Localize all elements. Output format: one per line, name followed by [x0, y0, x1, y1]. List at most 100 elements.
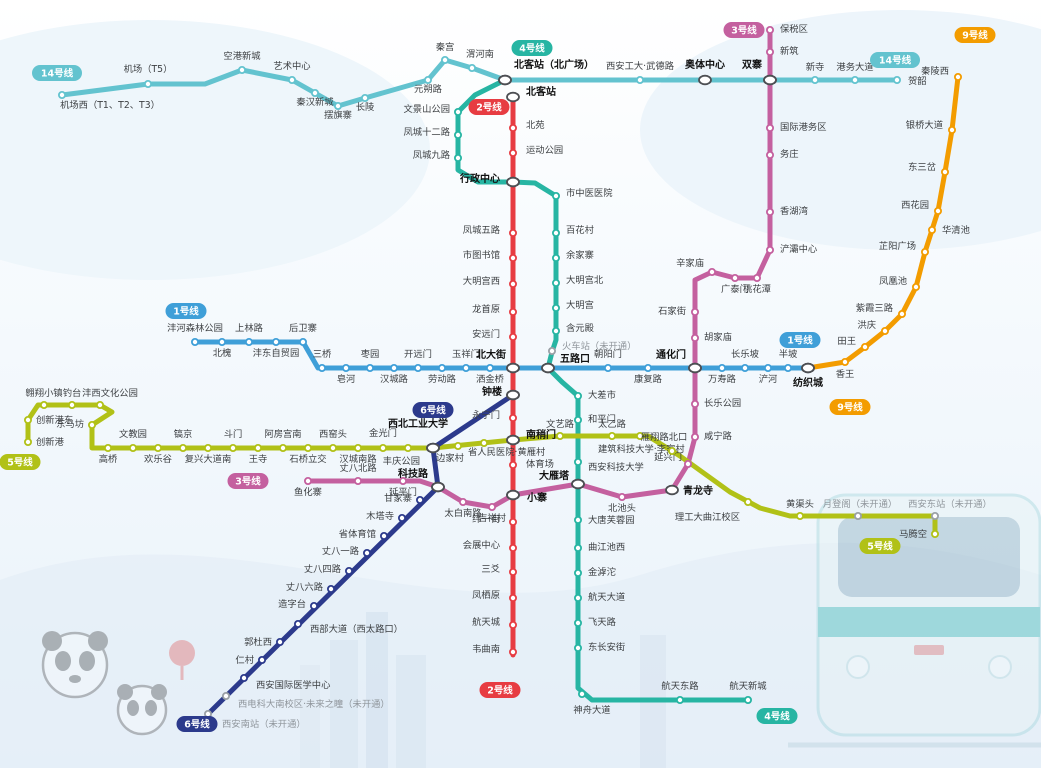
- station-marker[interactable]: [217, 337, 226, 346]
- station-marker[interactable]: [921, 247, 930, 256]
- transfer-station-marker[interactable]: [498, 74, 512, 86]
- station[interactable]: 北池头: [608, 492, 636, 514]
- station-marker[interactable]: [556, 431, 565, 440]
- station-marker[interactable]: [479, 438, 488, 447]
- station-marker[interactable]: [40, 400, 49, 409]
- station-marker[interactable]: [718, 363, 727, 372]
- station-marker[interactable]: [237, 66, 246, 75]
- station[interactable]: 火车站（未开通）: [548, 340, 636, 355]
- station[interactable]: 纬一街: [472, 513, 517, 527]
- station-marker[interactable]: [485, 363, 494, 372]
- station-marker[interactable]: [303, 443, 312, 452]
- station-marker[interactable]: [415, 495, 424, 504]
- station-marker[interactable]: [684, 459, 693, 468]
- station-marker[interactable]: [766, 245, 775, 254]
- station[interactable]: 开远门: [404, 348, 432, 372]
- station[interactable]: 大明宫北: [552, 274, 604, 287]
- station[interactable]: 玉祥门: [452, 348, 480, 372]
- station[interactable]: 航天东路: [661, 680, 699, 705]
- station-marker[interactable]: [508, 279, 517, 288]
- station-marker[interactable]: [636, 431, 645, 440]
- transfer-station-marker[interactable]: [801, 362, 815, 374]
- station[interactable]: 港务大道: [836, 61, 874, 85]
- transfer-station-marker[interactable]: [763, 74, 777, 86]
- station[interactable]: 月登阁（未开通）: [823, 498, 897, 521]
- station-marker[interactable]: [931, 512, 940, 521]
- station[interactable]: [541, 362, 555, 374]
- station-marker[interactable]: [934, 206, 943, 215]
- station-marker[interactable]: [508, 648, 517, 657]
- station-marker[interactable]: [954, 73, 963, 82]
- station-marker[interactable]: [293, 620, 302, 629]
- station-marker[interactable]: [453, 441, 462, 450]
- station[interactable]: 机场（T5）: [124, 63, 173, 89]
- station-marker[interactable]: [453, 153, 462, 162]
- station[interactable]: 凤凰池: [879, 275, 921, 291]
- station[interactable]: 甘家寨: [384, 492, 424, 504]
- station[interactable]: 航天城: [472, 616, 517, 630]
- transfer-station-marker[interactable]: [426, 442, 440, 454]
- transfer-station-marker[interactable]: [506, 176, 520, 188]
- station[interactable]: 东马坊: [56, 418, 97, 430]
- station[interactable]: 斗门: [224, 428, 243, 452]
- station-marker[interactable]: [190, 337, 199, 346]
- station[interactable]: 市图书馆: [463, 249, 517, 262]
- station-marker[interactable]: [948, 126, 957, 135]
- station[interactable]: 万寿路: [708, 363, 737, 385]
- station[interactable]: 鱼化寨: [294, 476, 322, 498]
- station[interactable]: 永宁门: [472, 409, 517, 422]
- station[interactable]: 长乐坡: [731, 348, 759, 372]
- station[interactable]: [506, 176, 520, 188]
- station[interactable]: [506, 389, 520, 401]
- station[interactable]: 复兴大道南: [185, 443, 232, 465]
- station-marker[interactable]: [508, 148, 517, 157]
- station-marker[interactable]: [548, 346, 557, 355]
- station[interactable]: 洪庆: [857, 319, 890, 335]
- station-marker[interactable]: [766, 48, 775, 57]
- station[interactable]: 理工大曲江校区: [675, 497, 753, 523]
- station-marker[interactable]: [691, 307, 700, 316]
- station-marker[interactable]: [398, 476, 407, 485]
- station[interactable]: 新寺: [806, 61, 825, 85]
- station[interactable]: 镐京: [174, 428, 193, 452]
- transfer-station-marker[interactable]: [431, 481, 445, 493]
- station-marker[interactable]: [437, 363, 446, 372]
- station-marker[interactable]: [298, 337, 307, 346]
- station-marker[interactable]: [636, 76, 645, 85]
- station-marker[interactable]: [143, 80, 152, 89]
- station-marker[interactable]: [608, 431, 617, 440]
- station[interactable]: 西花园: [901, 199, 943, 215]
- station[interactable]: 体育场: [508, 458, 554, 470]
- station[interactable]: 百花村: [552, 224, 594, 237]
- station[interactable]: 木塔寺: [366, 510, 406, 523]
- station[interactable]: 石家街: [658, 305, 700, 317]
- transfer-station-marker[interactable]: [688, 362, 702, 374]
- station[interactable]: 大差市: [574, 389, 616, 401]
- station[interactable]: 桃花潭: [743, 273, 771, 295]
- station-marker[interactable]: [644, 363, 653, 372]
- station-marker[interactable]: [508, 413, 517, 422]
- station-marker[interactable]: [508, 253, 517, 262]
- station-marker[interactable]: [854, 512, 863, 521]
- station[interactable]: 纺织城: [793, 362, 823, 389]
- station[interactable]: 东长安街: [574, 641, 625, 653]
- station[interactable]: 仁村: [235, 654, 266, 666]
- station[interactable]: 郭杜西: [244, 636, 284, 648]
- station-marker[interactable]: [552, 253, 561, 262]
- station-marker[interactable]: [766, 25, 775, 34]
- station-marker[interactable]: [458, 497, 467, 506]
- station-marker[interactable]: [691, 333, 700, 342]
- station[interactable]: 银桥大道: [906, 119, 957, 135]
- station-marker[interactable]: [753, 273, 762, 282]
- station[interactable]: 创新港: [23, 436, 65, 448]
- station-marker[interactable]: [668, 446, 677, 455]
- station[interactable]: 西安国际医学中心: [239, 674, 330, 691]
- station-marker[interactable]: [68, 400, 77, 409]
- station-marker[interactable]: [365, 363, 374, 372]
- station[interactable]: 西安科技大学: [574, 457, 644, 473]
- station-marker[interactable]: [931, 530, 940, 539]
- station-marker[interactable]: [691, 399, 700, 408]
- station-marker[interactable]: [941, 167, 950, 176]
- station-marker[interactable]: [221, 692, 230, 701]
- station[interactable]: 秦陵西: [921, 65, 963, 82]
